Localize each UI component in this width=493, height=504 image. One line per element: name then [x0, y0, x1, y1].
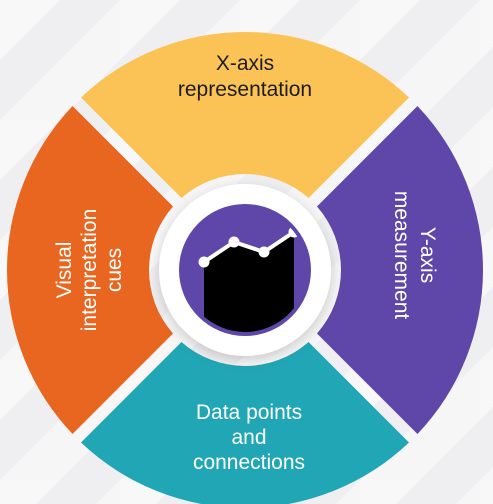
- label-bottom-line-1: Data points: [196, 401, 302, 424]
- chart-data-point-3: [258, 246, 270, 258]
- segment-visual-interpretation-cues: [7, 106, 174, 434]
- label-left-line-2: interpretation: [78, 209, 101, 332]
- label-top-line-2: representation: [178, 78, 312, 101]
- segment-x-axis-representation: [81, 31, 409, 199]
- label-right-line-1: Y-axis: [416, 227, 439, 283]
- chart-series-line: [202, 230, 296, 264]
- line-chart-icon: [198, 226, 300, 332]
- label-bottom-line-3: connections: [193, 451, 305, 474]
- label-left-line-3: cues: [103, 248, 126, 292]
- chart-area-fill: [204, 232, 294, 332]
- label-right-line-2: measurement: [390, 191, 413, 320]
- label-top: X-axis representation: [178, 52, 312, 101]
- label-left: Visual interpretation cues: [53, 209, 126, 332]
- chart-data-point-2: [228, 236, 240, 248]
- label-right: Y-axis measurement: [390, 191, 439, 320]
- label-bottom: Data points and connections: [193, 401, 305, 474]
- segment-data-points-and-connections: [81, 341, 409, 504]
- label-bottom-line-2: and: [231, 426, 266, 449]
- chart-data-point-1: [198, 256, 210, 268]
- segment-y-axis-measurement: [316, 106, 483, 434]
- label-left-line-1: Visual: [53, 242, 76, 299]
- label-top-line-1: X-axis: [216, 52, 274, 75]
